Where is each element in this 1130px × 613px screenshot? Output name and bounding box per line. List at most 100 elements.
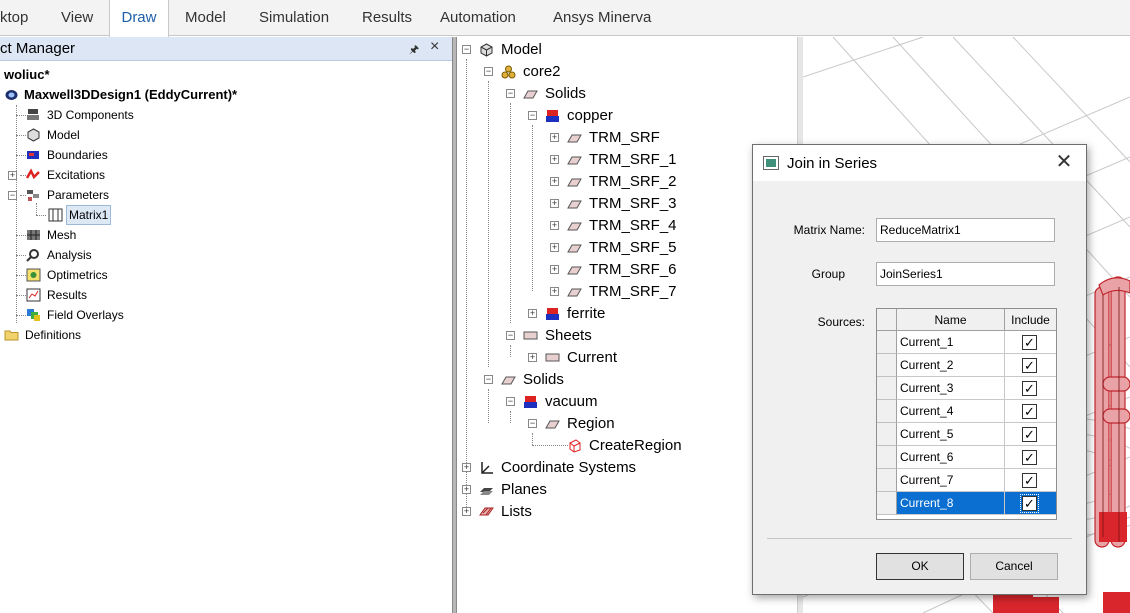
tab-view[interactable]: View xyxy=(61,9,94,26)
tree-item-planes[interactable]: + Planes xyxy=(457,479,777,501)
include-column-header[interactable]: Include xyxy=(1005,309,1056,331)
table-row[interactable]: Current_1 ✓ xyxy=(877,331,1056,354)
expand-icon[interactable]: + xyxy=(462,506,471,516)
dialog-titlebar[interactable]: Join in Series ✕ xyxy=(753,145,1086,181)
tree-item-current[interactable]: + Current xyxy=(457,347,777,369)
row-header[interactable] xyxy=(877,469,897,492)
include-checkbox[interactable]: ✓ xyxy=(1020,494,1039,513)
collapse-icon[interactable]: − xyxy=(8,190,17,200)
expand-icon[interactable]: + xyxy=(550,198,559,208)
tree-item-model-root[interactable]: − Model xyxy=(457,39,777,61)
tree-item-trm-srf-2[interactable]: + TRM_SRF_2 xyxy=(457,171,777,193)
expand-icon[interactable]: + xyxy=(462,484,471,494)
tree-item-solids[interactable]: − Solids xyxy=(457,83,777,105)
tree-item-solids-2[interactable]: − Solids xyxy=(457,369,777,391)
expand-icon[interactable]: + xyxy=(550,132,559,142)
tab-automation[interactable]: Automation xyxy=(440,9,516,26)
name-column-header[interactable]: Name xyxy=(897,309,1005,331)
expand-icon[interactable]: + xyxy=(8,170,17,180)
pane-splitter[interactable] xyxy=(452,37,457,613)
tree-item-ferrite[interactable]: + ferrite xyxy=(457,303,777,325)
expand-icon[interactable]: + xyxy=(550,220,559,230)
tab-results[interactable]: Results xyxy=(362,9,413,26)
tree-item-field-overlays[interactable]: Field Overlays xyxy=(0,305,300,325)
tree-item-create-region[interactable]: CreateRegion xyxy=(457,435,777,457)
table-row[interactable]: Current_3 ✓ xyxy=(877,377,1056,400)
collapse-icon[interactable]: − xyxy=(528,418,537,428)
row-header[interactable] xyxy=(877,354,897,377)
collapse-icon[interactable]: − xyxy=(484,66,493,76)
include-checkbox[interactable]: ✓ xyxy=(1022,473,1037,488)
source-name-cell[interactable]: Current_7 xyxy=(897,469,1005,492)
source-name-cell[interactable]: Current_2 xyxy=(897,354,1005,377)
expand-icon[interactable]: + xyxy=(550,242,559,252)
expand-icon[interactable]: + xyxy=(550,264,559,274)
tree-item-3d-components[interactable]: 3D Components xyxy=(0,105,300,125)
tree-item-trm-srf-1[interactable]: + TRM_SRF_1 xyxy=(457,149,777,171)
expand-icon[interactable]: + xyxy=(528,308,537,318)
tree-item-mesh[interactable]: Mesh xyxy=(0,225,300,245)
group-input[interactable]: JoinSeries1 xyxy=(876,262,1055,286)
source-name-cell[interactable]: Current_3 xyxy=(897,377,1005,400)
tree-item-lists[interactable]: + Lists xyxy=(457,501,777,523)
expand-icon[interactable]: + xyxy=(528,352,537,362)
expand-icon[interactable]: + xyxy=(462,462,471,472)
collapse-icon[interactable]: − xyxy=(462,44,471,54)
tab-simulation[interactable]: Simulation xyxy=(259,9,330,26)
tree-item-analysis[interactable]: Analysis xyxy=(0,245,300,265)
source-name-cell[interactable]: Current_1 xyxy=(897,331,1005,354)
tree-item-optimetrics[interactable]: Optimetrics xyxy=(0,265,300,285)
tree-item-trm-srf-7[interactable]: + TRM_SRF_7 xyxy=(457,281,777,303)
include-checkbox[interactable]: ✓ xyxy=(1022,358,1037,373)
tree-item-matrix1[interactable]: Matrix1 xyxy=(0,205,300,225)
source-name-cell[interactable]: Current_8 xyxy=(897,492,1005,515)
tree-item-core2[interactable]: − core2 xyxy=(457,61,777,83)
tree-item-coordinate-systems[interactable]: + Coordinate Systems xyxy=(457,457,777,479)
include-checkbox[interactable]: ✓ xyxy=(1022,404,1037,419)
tree-item-trm-srf[interactable]: + TRM_SRF xyxy=(457,127,777,149)
expand-icon[interactable]: + xyxy=(550,286,559,296)
collapse-icon[interactable]: − xyxy=(528,110,537,120)
tree-item-project[interactable]: woliuc* xyxy=(0,65,200,85)
collapse-icon[interactable]: − xyxy=(506,88,515,98)
row-header[interactable] xyxy=(877,377,897,400)
table-row[interactable]: Current_5 ✓ xyxy=(877,423,1056,446)
tab-ansys-minerva[interactable]: Ansys Minerva xyxy=(553,9,652,26)
close-icon[interactable]: × xyxy=(430,38,440,55)
tree-item-excitations[interactable]: + Excitations xyxy=(0,165,300,185)
tab-draw[interactable]: Draw xyxy=(109,0,169,37)
tree-item-definitions[interactable]: Definitions xyxy=(0,325,300,345)
tree-item-parameters[interactable]: − Parameters xyxy=(0,185,300,205)
tree-item-trm-srf-6[interactable]: + TRM_SRF_6 xyxy=(457,259,777,281)
row-header[interactable] xyxy=(877,423,897,446)
table-row[interactable]: Current_2 ✓ xyxy=(877,354,1056,377)
tree-item-trm-srf-5[interactable]: + TRM_SRF_5 xyxy=(457,237,777,259)
include-checkbox[interactable]: ✓ xyxy=(1022,381,1037,396)
cancel-button[interactable]: Cancel xyxy=(970,553,1058,580)
tree-item-design[interactable]: Maxwell3DDesign1 (EddyCurrent)* xyxy=(0,85,300,105)
source-name-cell[interactable]: Current_4 xyxy=(897,400,1005,423)
table-row[interactable]: Current_6 ✓ xyxy=(877,446,1056,469)
tree-item-sheets[interactable]: − Sheets xyxy=(457,325,777,347)
row-header[interactable] xyxy=(877,331,897,354)
ok-button[interactable]: OK xyxy=(876,553,964,580)
expand-icon[interactable]: + xyxy=(550,176,559,186)
tree-item-trm-srf-4[interactable]: + TRM_SRF_4 xyxy=(457,215,777,237)
include-checkbox[interactable]: ✓ xyxy=(1022,335,1037,350)
tree-item-copper[interactable]: − copper xyxy=(457,105,777,127)
table-row[interactable]: Current_4 ✓ xyxy=(877,400,1056,423)
collapse-icon[interactable]: − xyxy=(506,330,515,340)
collapse-icon[interactable]: − xyxy=(506,396,515,406)
row-header[interactable] xyxy=(877,492,897,515)
tree-item-model[interactable]: Model xyxy=(0,125,300,145)
table-row[interactable]: Current_7 ✓ xyxy=(877,469,1056,492)
include-checkbox[interactable]: ✓ xyxy=(1022,450,1037,465)
source-name-cell[interactable]: Current_6 xyxy=(897,446,1005,469)
tab-model[interactable]: Model xyxy=(185,9,226,26)
tree-item-results[interactable]: Results xyxy=(0,285,300,305)
tab-desktop[interactable]: ktop xyxy=(0,9,29,26)
source-name-cell[interactable]: Current_5 xyxy=(897,423,1005,446)
close-icon[interactable]: ✕ xyxy=(1055,151,1073,173)
matrix-name-input[interactable]: ReduceMatrix1 xyxy=(876,218,1055,242)
include-checkbox[interactable]: ✓ xyxy=(1022,427,1037,442)
